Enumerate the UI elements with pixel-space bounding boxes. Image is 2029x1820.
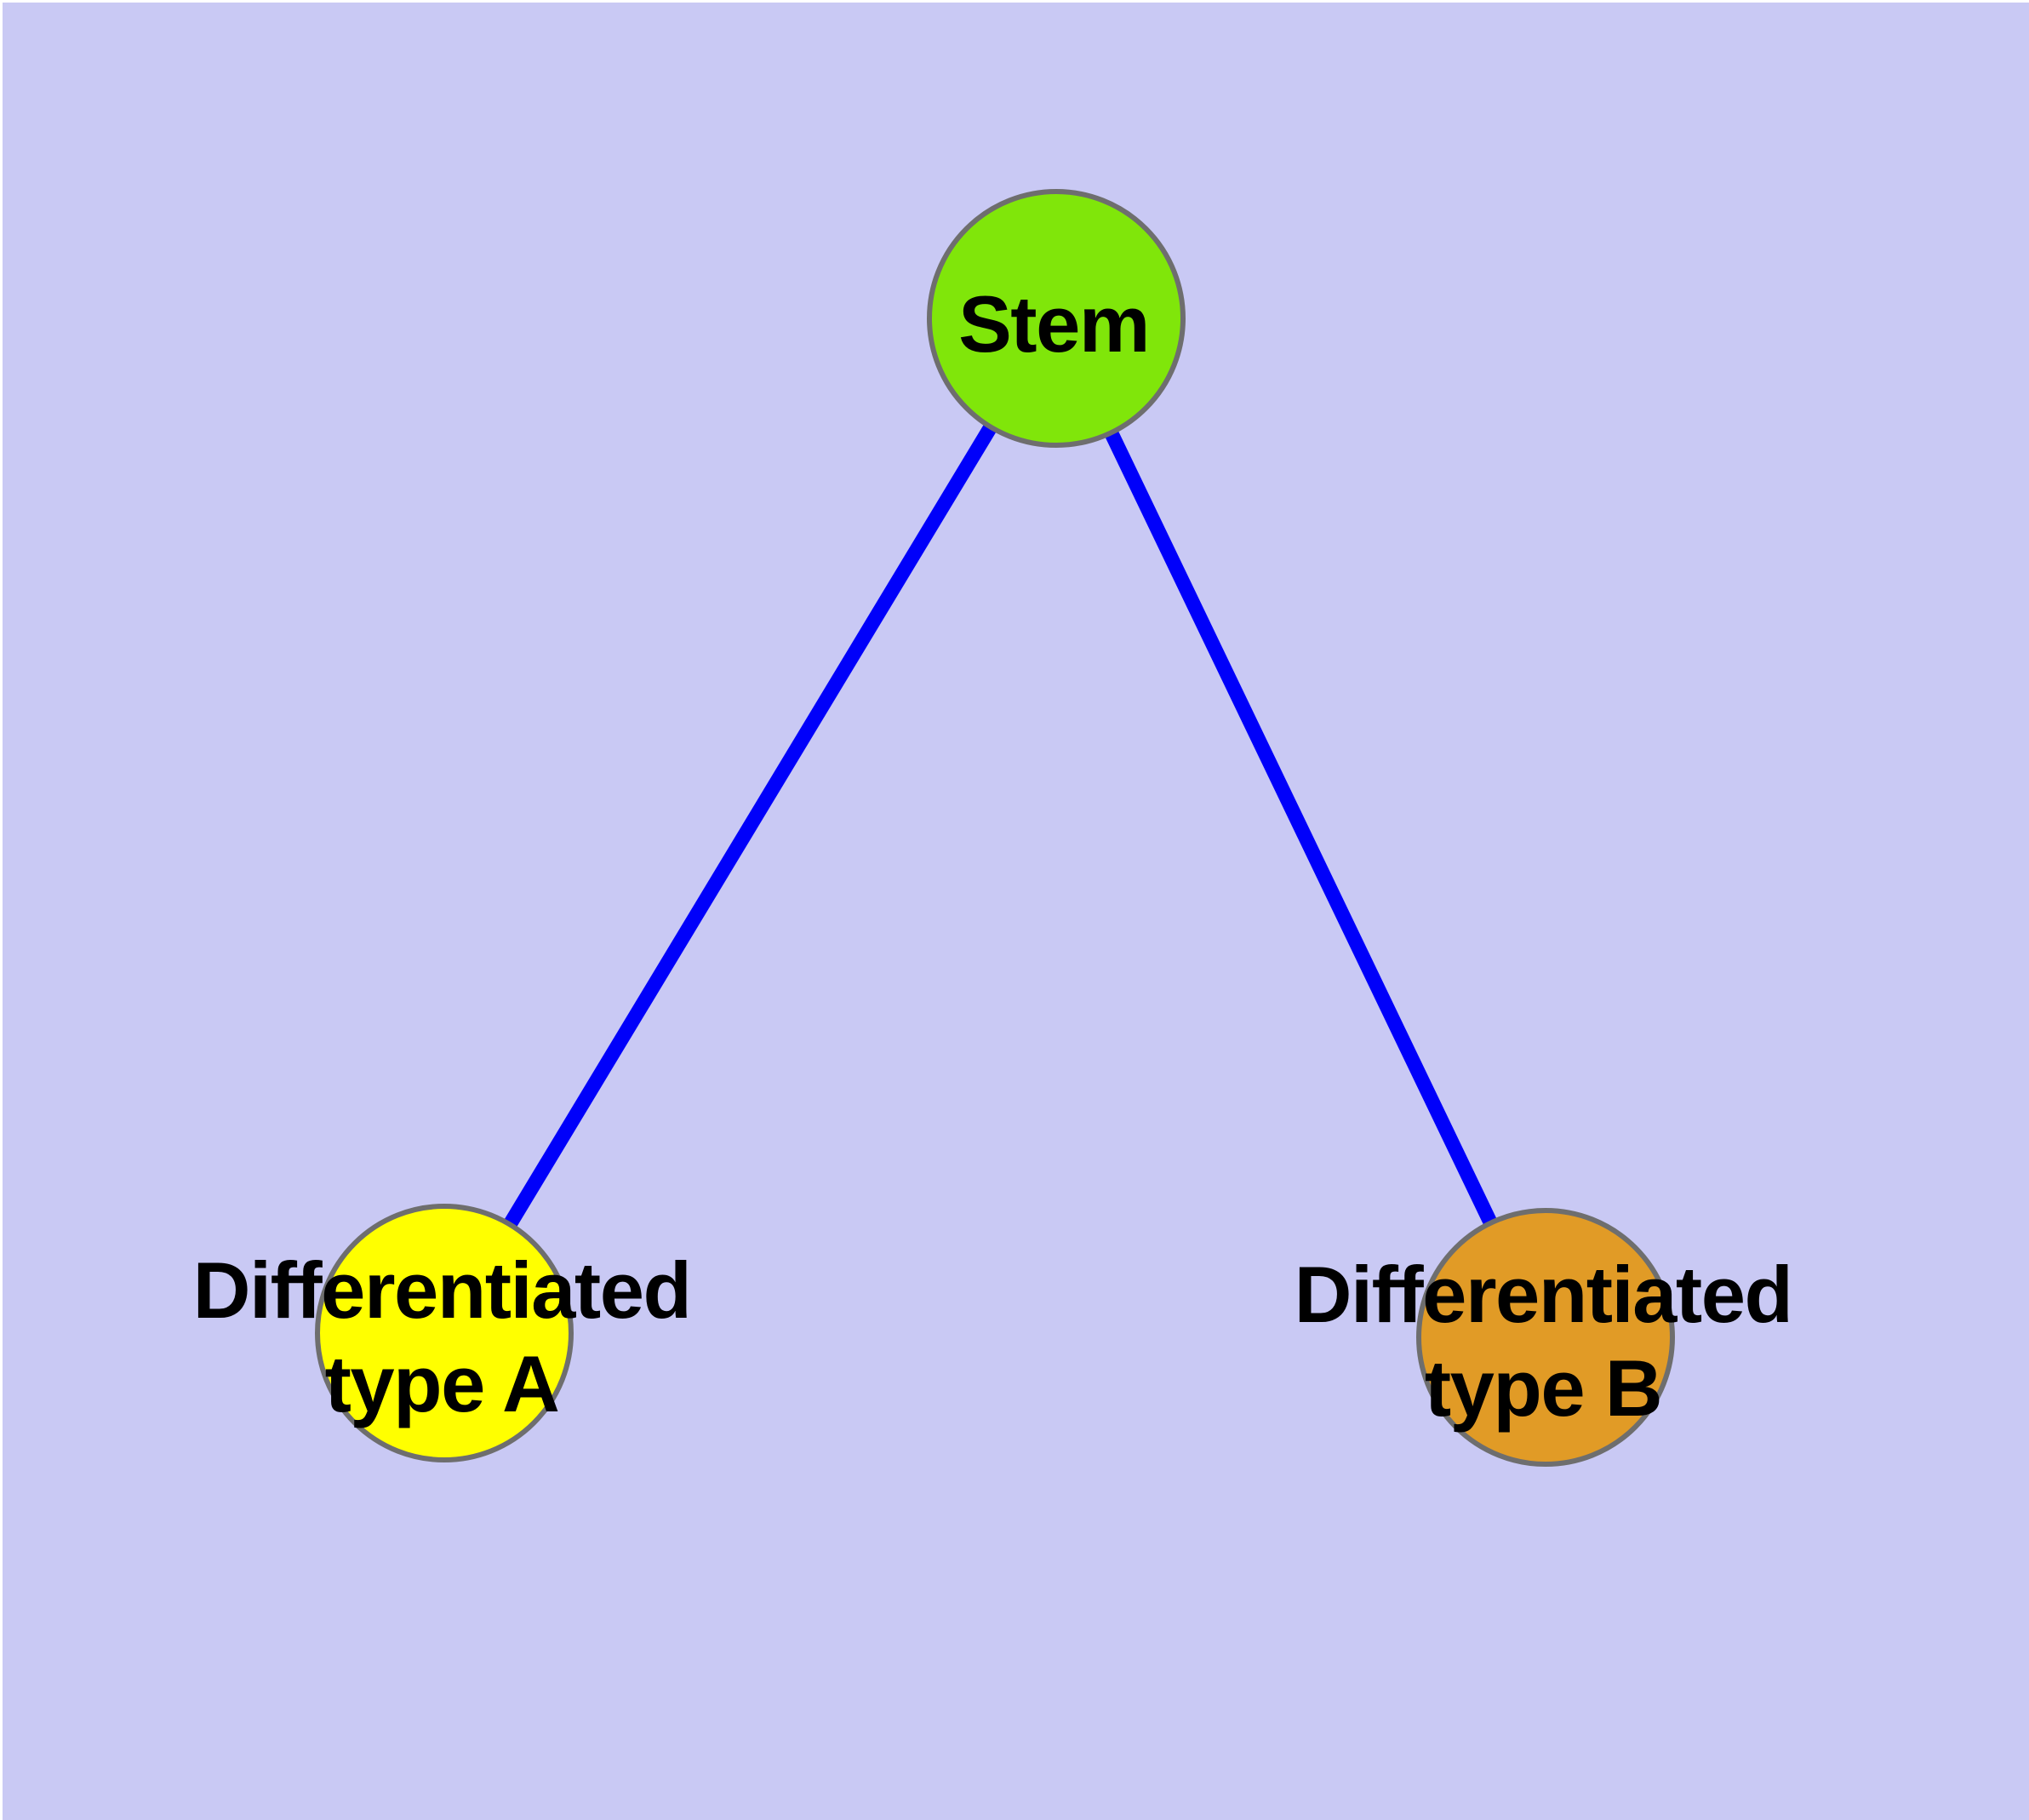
node-type-b-circle (1416, 1208, 1675, 1467)
node-stem-circle (927, 189, 1186, 448)
diagram-canvas (315, 189, 1675, 1467)
diagram-background: Stem Differentiated type A Differentiate… (3, 3, 2029, 1820)
edge-stem-to-type-b (1049, 315, 1552, 1341)
node-type-a-circle (315, 1204, 574, 1462)
edge-stem-to-type-a (437, 314, 1063, 1337)
